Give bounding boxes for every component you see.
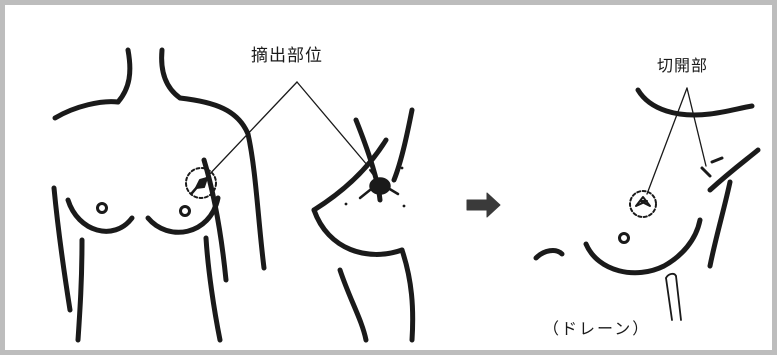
surgery-illustration [51, 47, 761, 343]
torso-front-view [51, 47, 267, 343]
incision-mark-axilla [700, 166, 712, 178]
incision-site-label: 切開部 [657, 56, 709, 75]
neck-right-line [159, 47, 183, 101]
breast-side-view [311, 107, 416, 343]
incision-leader-to-site [646, 87, 688, 195]
right-nipple [179, 205, 191, 217]
side-lump-strand-left [358, 188, 372, 200]
postop-left-fold [533, 248, 565, 261]
side-dot-3 [402, 204, 406, 208]
torso-right-side [203, 235, 223, 343]
drain-tube-tip [665, 272, 677, 279]
postop-view [533, 87, 761, 276]
left-breast-contour [65, 197, 135, 234]
breast-side-details [344, 166, 406, 208]
side-view-breast-line [311, 207, 405, 257]
right-arrow-icon [466, 192, 501, 218]
excision-site-circle [185, 167, 217, 199]
incision-site-circle [629, 190, 657, 218]
left-nipple [96, 202, 108, 214]
neck-left-line [115, 47, 133, 105]
torso-left-side [75, 237, 85, 343]
side-lump-strand-top [369, 169, 377, 179]
incision-leader-to-axilla [686, 87, 707, 167]
incision-leader-lines [646, 87, 707, 195]
excision-leader-to-front [205, 81, 298, 179]
postop-arm-line [707, 179, 733, 269]
torso-front-details [96, 167, 217, 217]
postop-shoulder-line [635, 87, 755, 118]
excision-lump-tail [190, 184, 200, 195]
left-arm-outer-line [51, 185, 73, 313]
right-breast-contour [145, 195, 221, 235]
left-shoulder-line [52, 99, 121, 121]
right-arm-line [201, 157, 229, 283]
side-lump-strand-right [386, 186, 400, 196]
incision-star [635, 196, 651, 207]
side-view-lower-line [337, 267, 369, 343]
side-dot-2 [400, 166, 404, 170]
postop-breast-line [583, 217, 703, 276]
excision-leader-lines [205, 81, 369, 179]
side-view-chest-line [311, 137, 389, 213]
side-view-back-line [391, 107, 415, 183]
postop-chest-line [707, 147, 761, 193]
drain-label: （ドレーン） [543, 319, 651, 338]
drain-tube [665, 275, 682, 321]
side-dot-1 [344, 202, 348, 206]
postop-details [618, 156, 724, 321]
incision-mark-axilla-2 [710, 156, 724, 164]
excision-site-label: 摘出部位 [251, 46, 323, 66]
side-lump [369, 177, 391, 195]
excision-leader-to-side [296, 81, 369, 167]
side-view-body-line [399, 247, 416, 343]
postop-nipple [618, 232, 630, 244]
